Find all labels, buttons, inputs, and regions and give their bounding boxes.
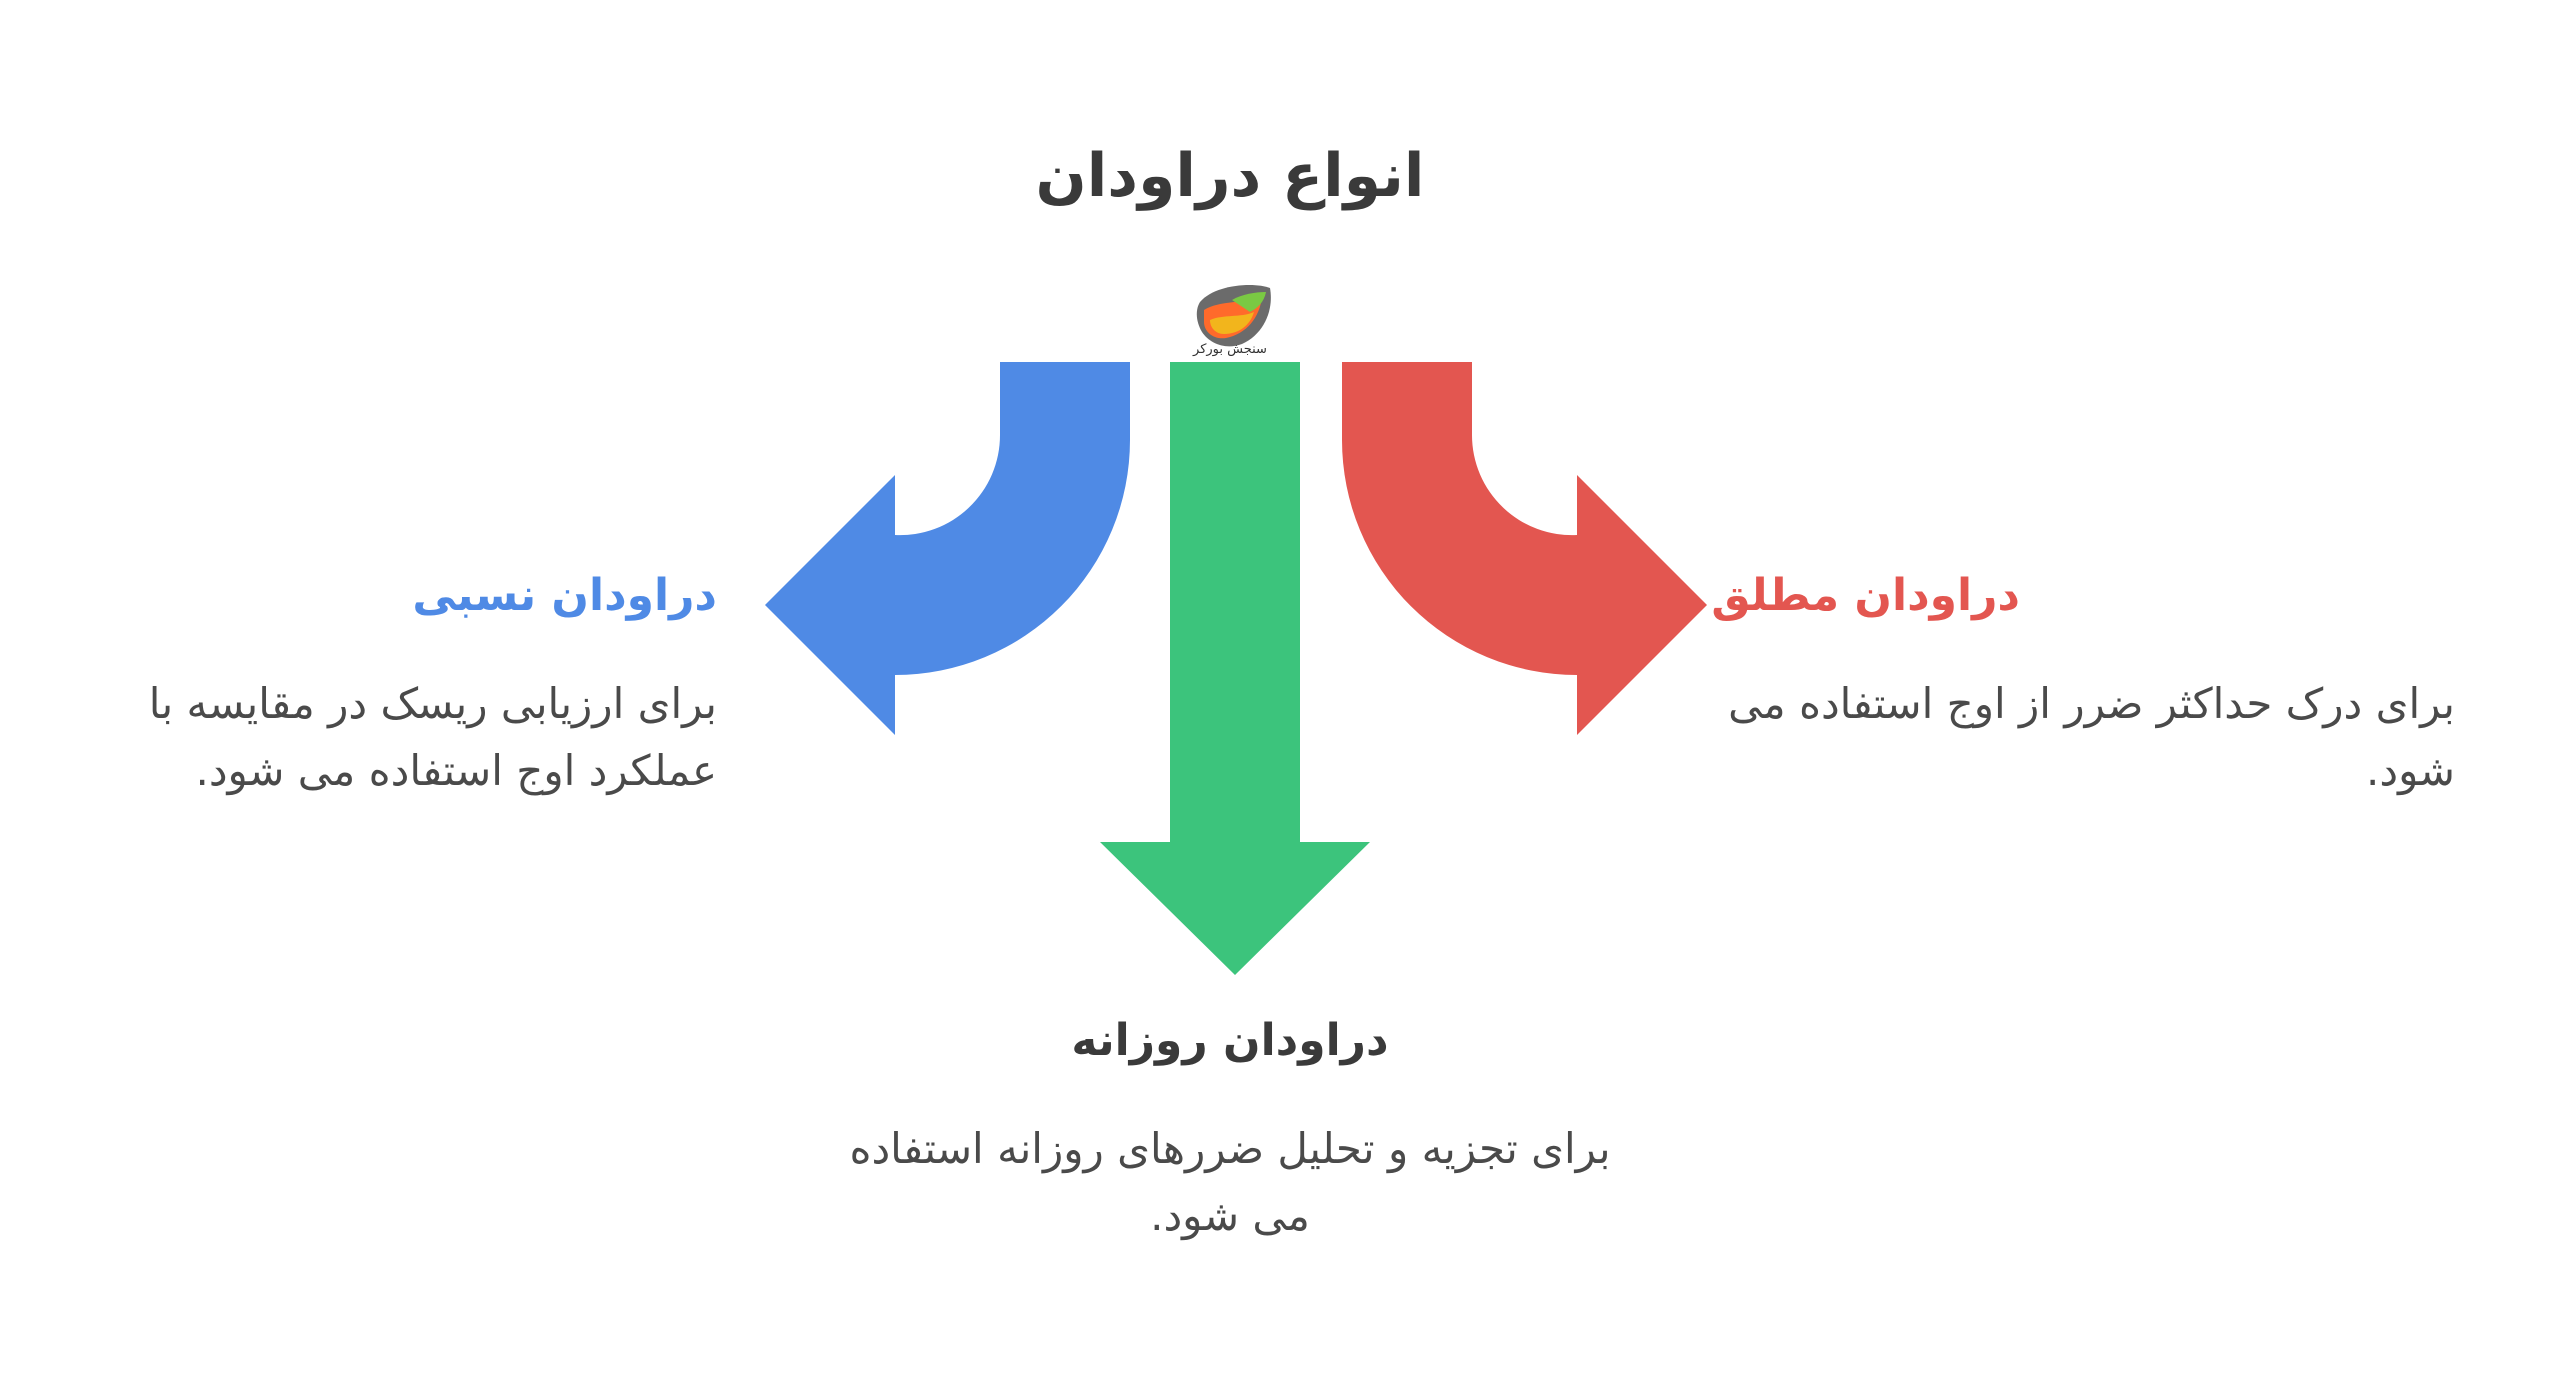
relative-drawdown-description: برای ارزیابی ریسک در مقایسه با عملکرد او… [148, 679, 717, 796]
brand-logo [1196, 284, 1271, 347]
absolute-arrow [1342, 362, 1707, 735]
relative-arrow [765, 362, 1130, 735]
relative-drawdown-heading: دراودان نسبی [412, 570, 717, 621]
absolute-drawdown-description: برای درک حداکثر ضرر از اوج استفاده می شو… [1728, 679, 2455, 796]
daily-arrow [1100, 362, 1370, 975]
daily-drawdown-heading: دراودان روزانه [1071, 1015, 1389, 1066]
logo-caption: سنجش بورکر [1193, 342, 1267, 357]
absolute-drawdown-heading: دراودان مطلق [1711, 570, 2020, 621]
diagram-title: انواع دراودان [1035, 141, 1425, 211]
daily-drawdown-description: برای تجزیه و تحلیل ضررهای روزانه استفاده… [849, 1124, 1611, 1241]
